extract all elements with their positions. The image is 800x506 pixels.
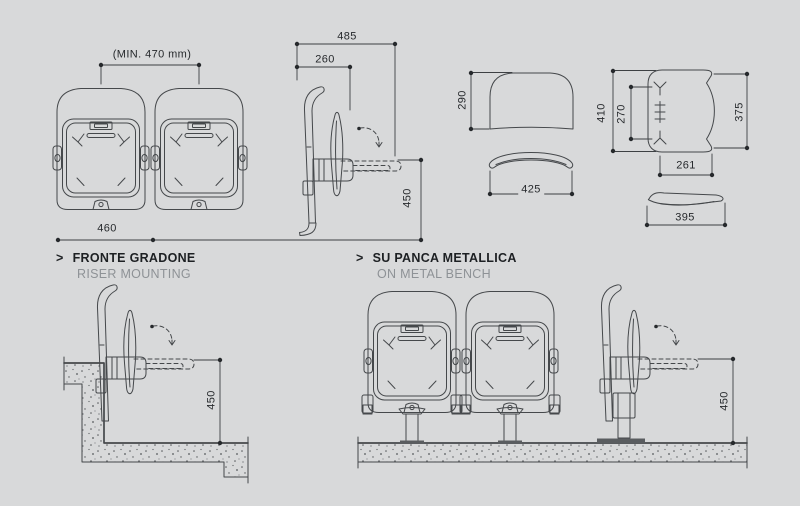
dim-label-bench-seat-height: 450 [718, 391, 731, 411]
front-view-pair-drawing [52, 62, 422, 243]
dim-label-module-width: 460 [94, 223, 120, 235]
dim-label-seat-height-side: 450 [401, 188, 414, 208]
dim-label-min-width: (MIN. 470 mm) [112, 48, 192, 61]
riser-marker: > [56, 251, 64, 265]
dim-label-profile-width: 395 [672, 212, 698, 224]
dim-label-fixing-width: 261 [673, 160, 699, 172]
dim-label-total-depth: 485 [337, 30, 357, 43]
section-riser-mounting: > FRONTE GRADONE RISER MOUNTING [56, 251, 196, 282]
bench-title-it: SU PANCA METALLICA [372, 251, 517, 265]
riser-title-it: FRONTE GRADONE [72, 251, 196, 265]
seat-top-view-drawing [610, 68, 750, 178]
dim-label-riser-seat-height: 450 [205, 390, 218, 410]
dim-label-seat-depth: 410 [595, 103, 608, 123]
seat-profile-front-drawing [487, 152, 575, 197]
bench-mounting-drawing [357, 284, 748, 469]
seat-side-profile-drawing [644, 192, 728, 228]
bench-marker: > [356, 251, 364, 265]
dim-label-back-depth: 260 [315, 53, 335, 66]
dim-label-backrest-width: 425 [518, 184, 544, 196]
dim-label-fixing-spacing: 270 [615, 104, 628, 124]
dim-label-side-depth: 375 [733, 102, 746, 122]
backrest-front-drawing [468, 70, 574, 132]
dim-label-backrest-height: 290 [456, 90, 469, 110]
riser-mounting-drawing [63, 284, 249, 484]
bench-title-en: ON METAL BENCH [377, 266, 491, 281]
side-view-drawing [294, 41, 424, 243]
section-bench-mounting: > SU PANCA METALLICA ON METAL BENCH [356, 251, 517, 282]
riser-title-en: RISER MOUNTING [77, 266, 191, 281]
